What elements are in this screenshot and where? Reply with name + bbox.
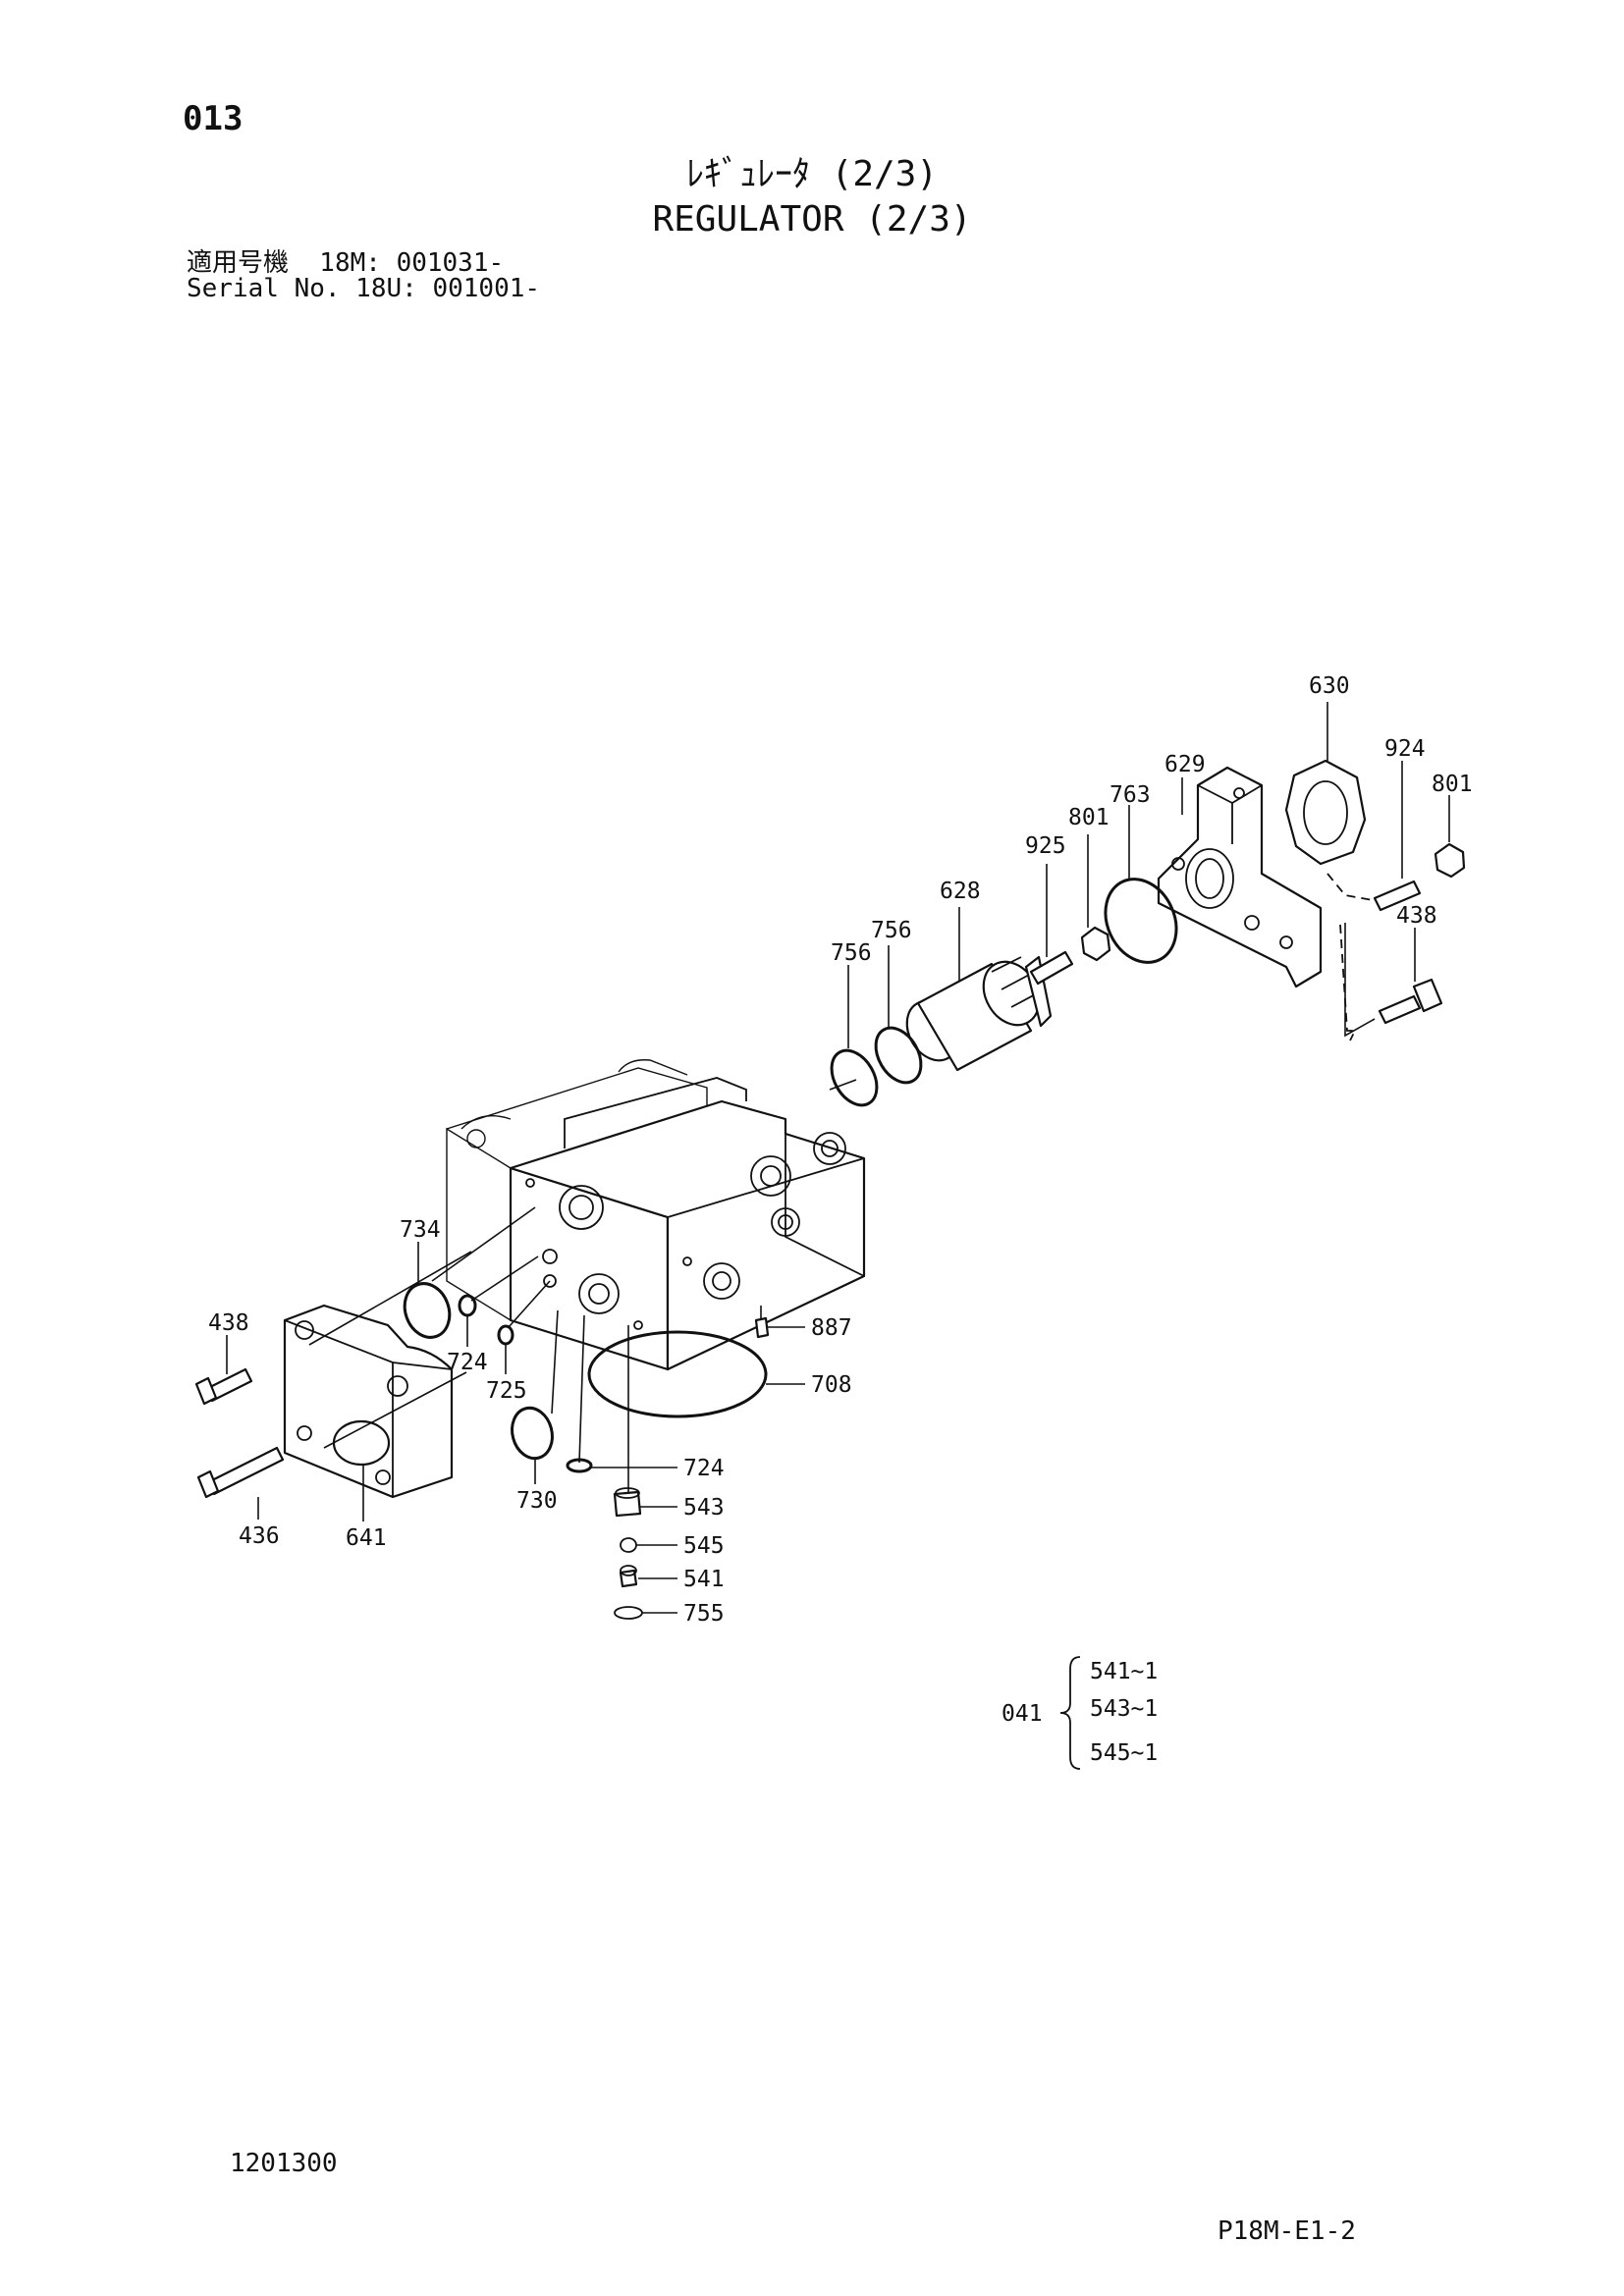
page-reference: P18M-E1-2	[1218, 2216, 1356, 2246]
lock-nut-630	[1284, 759, 1367, 866]
label-541: 541	[683, 1567, 725, 1592]
label-756-lower: 756	[831, 940, 872, 966]
label-730: 730	[516, 1488, 558, 1514]
page-number: 013	[183, 99, 244, 138]
serial-range-line-2: Serial No. 18U: 001001-	[187, 274, 541, 303]
kit-item-2: 543~1	[1090, 1696, 1158, 1722]
serial-range-line-1: 適用号機 18M: 001031-	[187, 248, 505, 278]
part-labels: 630 924 801 629 801 763 925 628 756 756 …	[208, 673, 1473, 1627]
title-english: REGULATOR (2/3)	[652, 199, 972, 240]
label-724-upper: 724	[447, 1350, 488, 1375]
plug-629	[1157, 766, 1323, 988]
document-code: 1201300	[230, 2149, 338, 2178]
label-438-right: 438	[1396, 903, 1437, 929]
label-545: 545	[683, 1533, 725, 1559]
label-887: 887	[811, 1315, 852, 1341]
title-japanese: ﾚｷﾞｭﾚｰﾀ (2/3)	[685, 154, 939, 194]
label-924: 924	[1384, 736, 1426, 762]
label-725: 725	[486, 1378, 527, 1404]
label-629: 629	[1164, 752, 1206, 777]
kit-item-1: 541~1	[1090, 1659, 1158, 1684]
label-755: 755	[683, 1601, 725, 1627]
label-436: 436	[239, 1523, 280, 1549]
label-438-left: 438	[208, 1310, 249, 1336]
label-925: 925	[1025, 833, 1066, 859]
label-763: 763	[1110, 782, 1151, 808]
label-641: 641	[346, 1525, 387, 1551]
regulator-body	[446, 1059, 866, 1371]
cover-641	[283, 1304, 454, 1499]
small-parts	[194, 842, 1466, 1620]
label-801-middle: 801	[1068, 805, 1110, 830]
label-756-upper: 756	[871, 918, 912, 943]
kit-code: 041	[1001, 1701, 1043, 1727]
kit-item-3: 545~1	[1090, 1740, 1158, 1766]
kit-041: 041 541~1 543~1 545~1	[1001, 1656, 1158, 1770]
label-724-lower: 724	[683, 1456, 725, 1481]
label-543: 543	[683, 1495, 725, 1521]
label-630: 630	[1309, 673, 1350, 699]
label-628: 628	[940, 879, 981, 904]
label-734: 734	[400, 1217, 441, 1243]
label-708: 708	[811, 1372, 852, 1398]
label-801-right: 801	[1432, 772, 1473, 797]
